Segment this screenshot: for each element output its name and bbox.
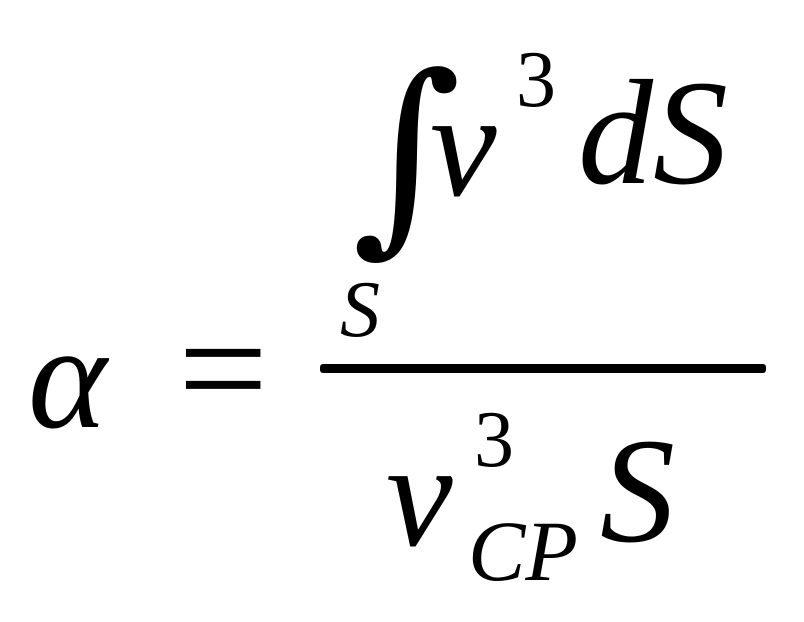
numerator-base: v [430,62,497,228]
numerator-differential: dS [578,50,728,216]
denominator-subscript: CP [468,503,578,599]
denominator-exponent: 3 [474,396,514,484]
denominator-factor: S [600,408,675,574]
alpha-symbol: α [28,294,107,460]
equals-sign: = [178,279,269,457]
denominator-base: v [386,412,453,578]
integral-sign: ∫ [352,30,462,275]
integral-lower-limit: S [340,266,380,354]
fraction-bar [320,364,766,373]
numerator-exponent: 3 [516,36,556,124]
